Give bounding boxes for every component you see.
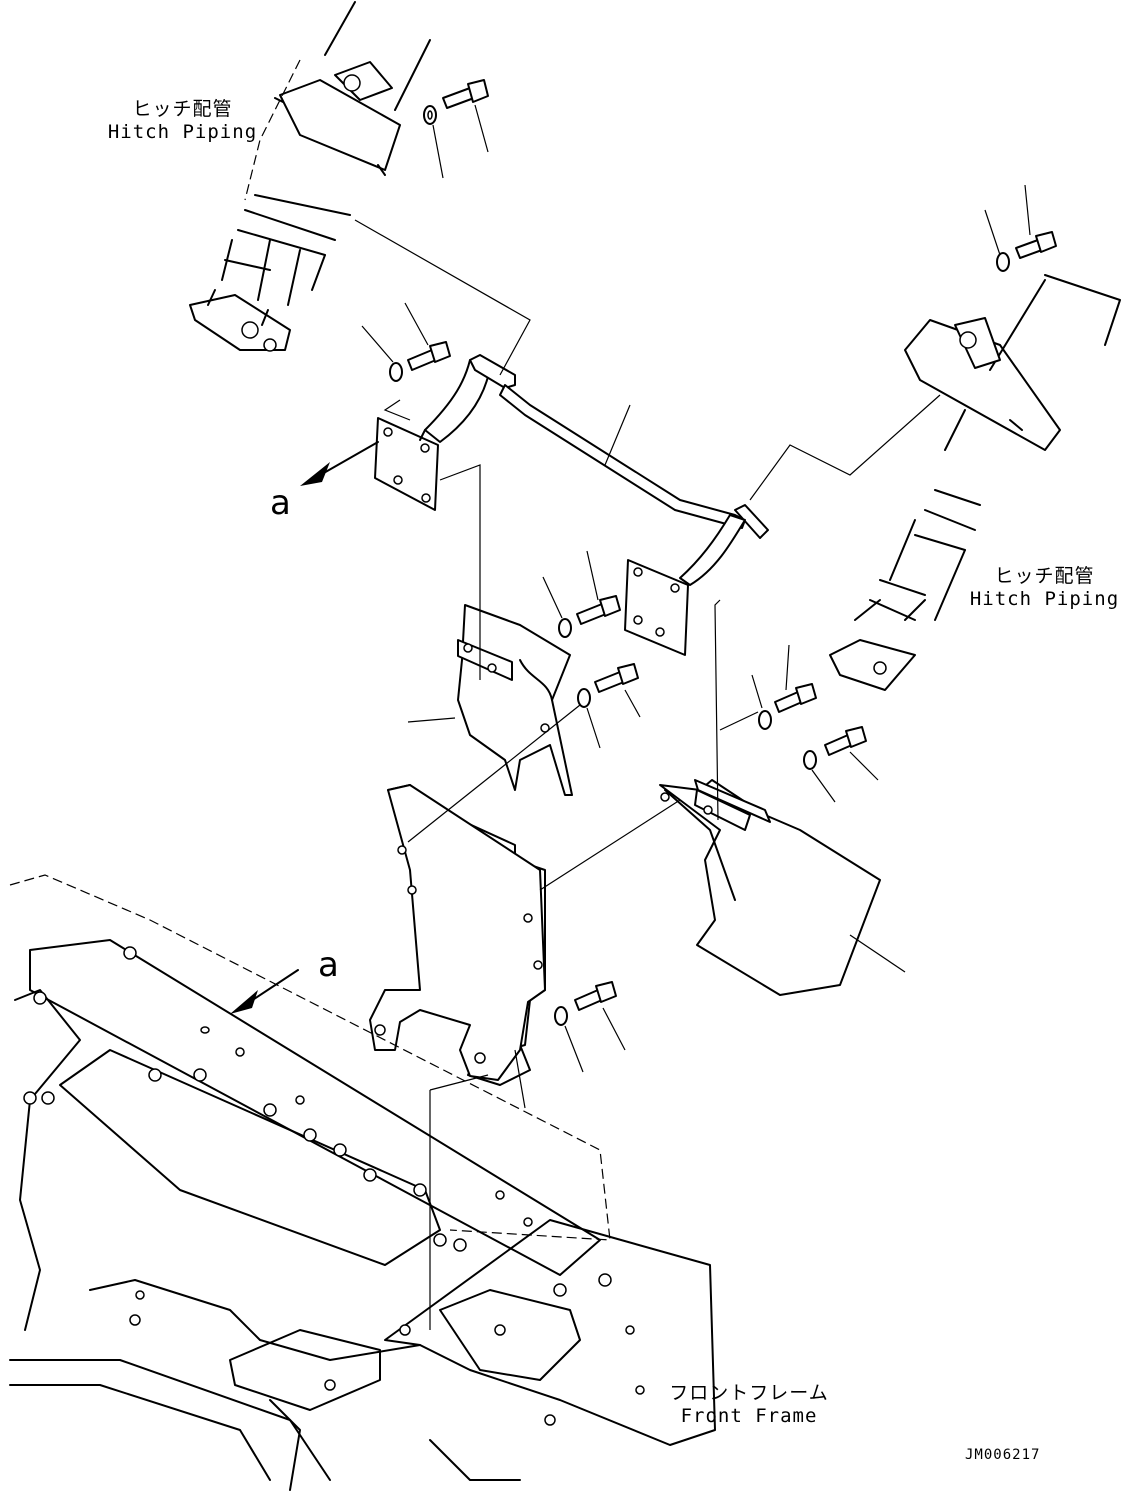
- hitch-piping-label-right-jp: ヒッチ配管: [994, 565, 1095, 587]
- arrow-icon: [300, 441, 379, 486]
- hitch-piping-label-right-en: Hitch Piping: [969, 588, 1120, 610]
- front-frame-label-jp: フロントフレーム: [669, 1382, 829, 1404]
- washer-icon: [558, 618, 572, 638]
- washer-icon: [996, 252, 1010, 272]
- hitch-piping-label-right: ヒッチ配管 Hitch Piping: [962, 565, 1127, 611]
- drawing-number: JM006217: [965, 1447, 1041, 1463]
- alignment-lines: [354, 219, 941, 1330]
- washer-icon: [554, 1006, 568, 1026]
- front-frame: [9, 874, 716, 1491]
- hitch-piping-cylinder-right: [829, 274, 1121, 691]
- callout-a-lower: a: [318, 945, 339, 985]
- hitch-piping-label-top-en: Hitch Piping: [107, 121, 258, 143]
- front-frame-label: フロントフレーム Front Frame: [664, 1382, 834, 1428]
- washer-icon: [758, 710, 772, 730]
- bolt-icon: [407, 341, 451, 371]
- bolt-icon: [594, 663, 639, 693]
- hitch-piping-label-top: ヒッチ配管 Hitch Piping: [100, 98, 265, 144]
- front-frame-label-en: Front Frame: [680, 1405, 818, 1427]
- bolt-icon: [774, 683, 817, 713]
- cover-plate-lower: [369, 784, 546, 1086]
- callout-a-upper: a: [270, 483, 291, 523]
- hitch-piping-bracket: [374, 354, 769, 656]
- washer-icon: [577, 688, 591, 708]
- hitch-piping-label-top-jp: ヒッチ配管: [132, 98, 233, 120]
- hitch-piping-cylinder-left: [189, 1, 431, 352]
- bolt-icon: [442, 79, 489, 109]
- cover-right: [659, 779, 881, 996]
- washer-icon: [423, 105, 437, 125]
- bolt-icon: [824, 726, 867, 756]
- bolt-icon: [1015, 231, 1057, 259]
- washer-icon: [389, 362, 403, 382]
- bolt-icon: [574, 981, 617, 1011]
- arrow-icon: [200, 969, 299, 1034]
- cover-left-upper: [457, 604, 573, 796]
- bolt-icon: [576, 595, 621, 625]
- bolt-icon-cluster: [361, 79, 1057, 1073]
- washer-icon: [803, 750, 817, 770]
